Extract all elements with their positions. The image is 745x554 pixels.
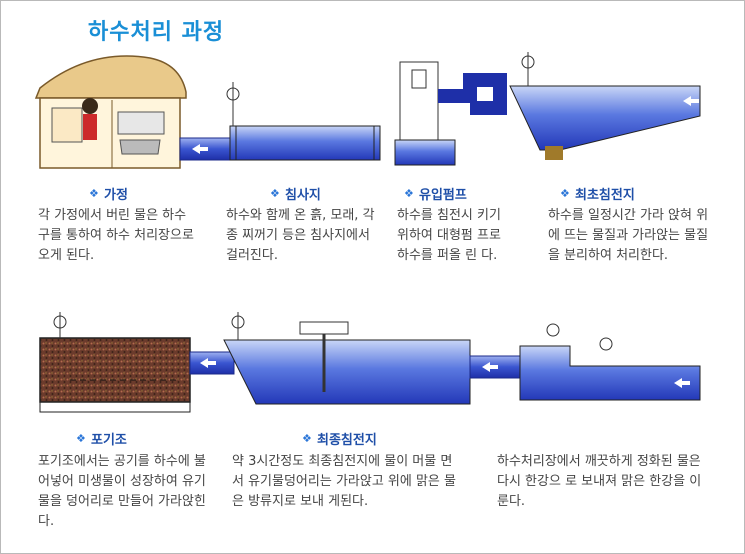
step-desc-home: 각 가정에서 버린 물은 하수구를 통하여 하수 처리장으로 오게 된다. [38,208,194,263]
svg-text:❖: ❖ [89,187,99,200]
final-clarifier-tank [223,312,471,405]
primary-clarifier-tank [509,52,701,160]
diagram-title: 하수처리 과정 [88,20,225,45]
step-desc-primary-clarifier: 하수를 일정시간 가라 앉혀 위에 뜨는 물질과 가라앉는 물질을 분리하여 처… [548,208,709,263]
step-label-aeration-tank: 포기조 [91,433,127,448]
step-desc-grit-chamber: 하수와 함께 온 흙, 모래, 각종 찌꺼기 등은 침사지에서 걸러진다. [226,208,375,263]
svg-text:❖: ❖ [270,187,280,200]
svg-text:❖: ❖ [302,432,312,445]
inflow-pump-structure [394,61,507,166]
step-label-home: 가정 [104,188,128,203]
step-desc-inflow-pump: 하수를 침전시 키기위하여 대형펌 프로 하수를 퍼올 린 다. [397,208,501,263]
step-desc-discharge: 하수처리장에서 깨끗하게 정화된 물은 다시 한강으 로 보내져 맑은 한강을 … [497,454,702,509]
svg-text:❖: ❖ [560,187,570,200]
grit-chamber-tank [226,82,381,161]
svg-text:❖: ❖ [76,432,86,445]
step-desc-final-clarifier: 약 3시간정도 최종침전지에 물이 머물 면서 유기물덩어리는 가라앉고 위에 … [232,454,456,509]
step-label-final-clarifier: 최종침전지 [317,433,377,448]
step-label-primary-clarifier: 최초침전지 [575,188,635,203]
step-label-grit-chamber: 침사지 [285,188,321,203]
step-label-inflow-pump: 유입펌프 [419,188,467,203]
step-desc-aeration-tank: 포기조에서는 공기를 하수에 불어넣어 미생물이 성장하여 유기물을 덩어리로 … [38,454,206,529]
house-illustration [34,55,187,169]
discharge-channel [519,323,701,401]
svg-text:❖: ❖ [404,187,414,200]
aeration-tank [39,312,191,413]
